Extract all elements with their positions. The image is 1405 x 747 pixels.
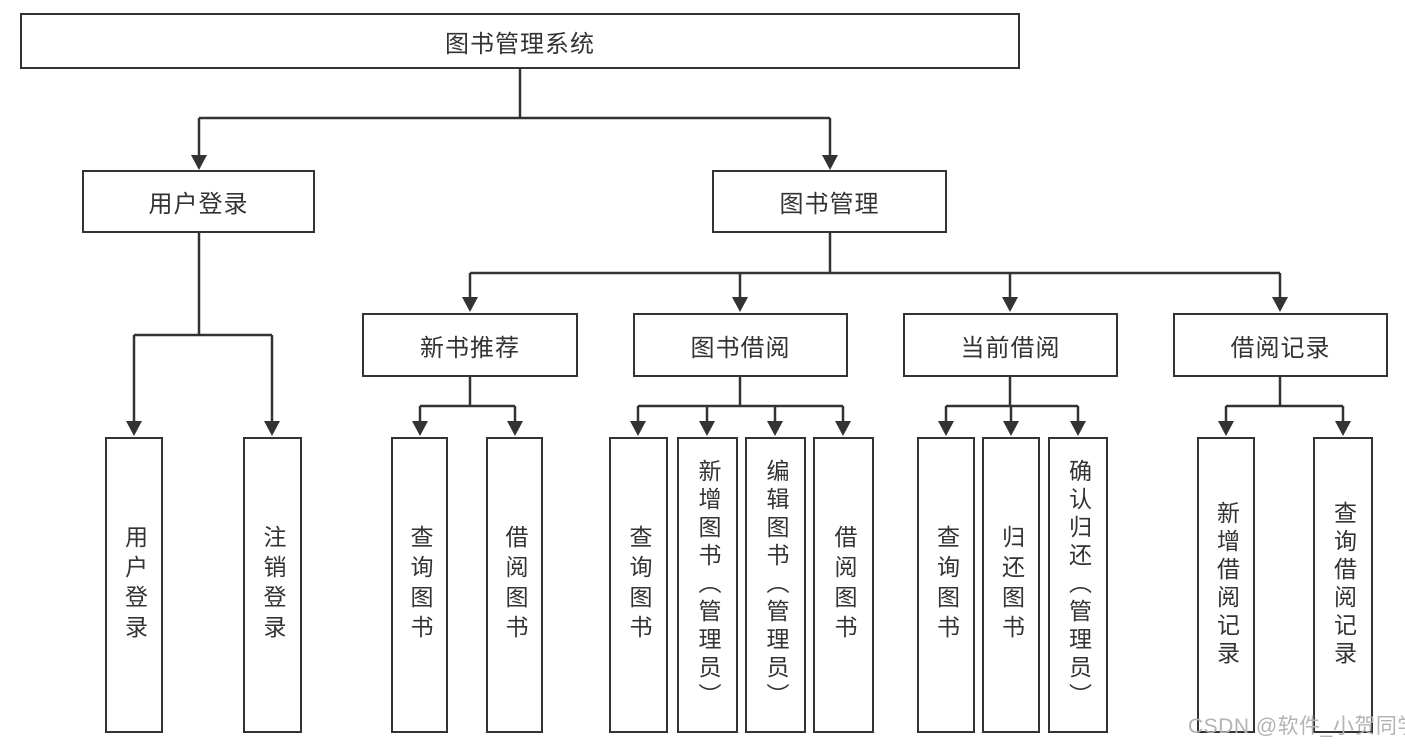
node-library-system: 图书管理系统 [20,13,1020,69]
csdn-watermark: CSDN @软件_小贺同学 [1188,715,1405,738]
node-label: 借阅图书 [502,525,528,645]
node-borrow-record: 借阅记录 [1173,313,1388,377]
node-label: 图书管理 [779,191,880,218]
leaf-add-books-admin: 新增图书（管理员） [677,437,738,733]
node-label: 借阅图书 [831,525,857,645]
connector-path [132,69,1345,424]
leaf-query-books-recommend: 查询图书 [391,437,448,733]
node-label: 编辑图书（管理员） [763,459,789,711]
leaf-borrow-books: 借阅图书 [813,437,874,733]
node-book-borrow: 图书借阅 [633,313,848,377]
node-current-borrow: 当前借阅 [903,313,1118,377]
node-label: 图书管理系统 [445,30,595,58]
node-new-book-recommend: 新书推荐 [362,313,578,377]
node-label: 用户登录 [148,191,249,218]
node-label: 注销登录 [260,525,286,645]
node-label: 查询借阅记录 [1330,501,1357,669]
leaf-user-login: 用户登录 [105,437,163,733]
leaf-borrow-books-recommend: 借阅图书 [486,437,543,733]
node-label: 新增图书（管理员） [695,459,721,711]
node-label: 查询图书 [933,525,960,645]
node-label: 归还图书 [998,525,1025,645]
node-label: 查询图书 [407,525,433,645]
node-label: 新书推荐 [420,334,520,362]
leaf-query-books: 查询图书 [609,437,668,733]
leaf-edit-books-admin: 编辑图书（管理员） [745,437,806,733]
node-label: 借阅记录 [1230,334,1331,362]
leaf-query-borrow-record: 查询借阅记录 [1313,437,1373,733]
leaf-query-books-current: 查询图书 [917,437,975,733]
node-book-management: 图书管理 [712,170,947,233]
node-label: 新增借阅记录 [1213,501,1240,669]
node-label: 确认归还（管理员） [1065,459,1092,711]
node-label: 用户登录 [121,525,148,645]
leaf-logout: 注销登录 [243,437,302,733]
node-label: 当前借阅 [960,334,1061,362]
leaf-return-books: 归还图书 [982,437,1040,733]
node-label: 图书借阅 [690,334,791,362]
leaf-confirm-return-admin: 确认归还（管理员） [1048,437,1108,733]
leaf-add-borrow-record: 新增借阅记录 [1197,437,1255,733]
node-user-login: 用户登录 [82,170,315,233]
node-label: 查询图书 [626,525,652,645]
